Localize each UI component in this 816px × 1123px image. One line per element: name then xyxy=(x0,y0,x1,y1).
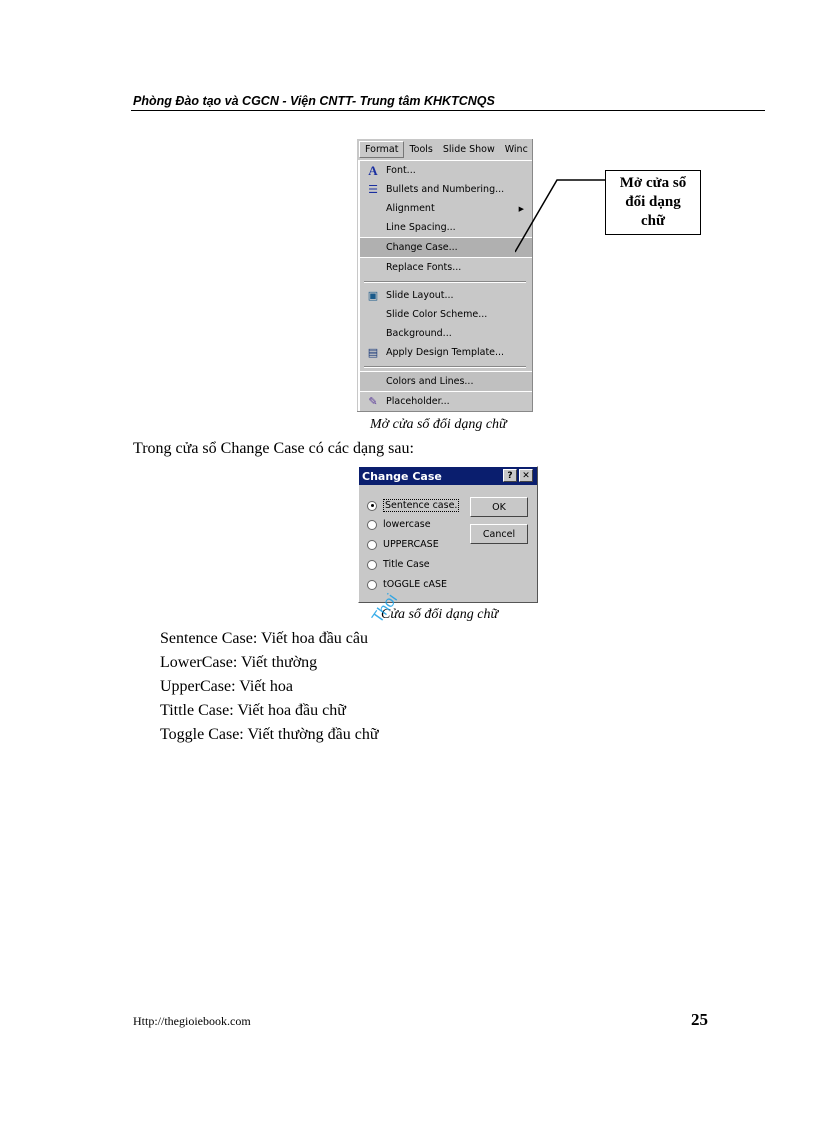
slide-layout-icon: ▣ xyxy=(367,289,379,302)
figure-caption-2: Cửa sổ đổi dạng chữ xyxy=(381,607,499,622)
callout-leader-line xyxy=(515,179,605,253)
radio-title-case[interactable]: Title Case xyxy=(367,559,430,570)
header-rule xyxy=(131,110,765,111)
menu-tools[interactable]: Tools xyxy=(409,144,433,155)
menu-item-apply-design-template[interactable]: ▤Apply Design Template... xyxy=(360,343,532,362)
definition-sentence-case: Sentence Case: Viết hoa đầu câu xyxy=(160,630,368,647)
radio-icon xyxy=(367,519,377,530)
font-icon: A xyxy=(368,162,378,178)
menu-item-colors-and-lines[interactable]: Colors and Lines... xyxy=(360,371,532,391)
menu-item-slide-layout[interactable]: ▣Slide Layout... xyxy=(360,286,532,305)
page-number: 25 xyxy=(691,1010,708,1029)
figure-caption-1: Mở cửa sổ đổi dạng chữ xyxy=(370,417,507,432)
radio-icon xyxy=(367,559,377,570)
definition-lowercase: LowerCase: Viết thường xyxy=(160,654,318,671)
menu-item-placeholder[interactable]: ✎Placeholder... xyxy=(360,391,532,411)
menu-separator xyxy=(360,277,532,286)
submenu-arrow-icon: ▶ xyxy=(518,204,524,213)
design-template-icon: ▤ xyxy=(367,346,379,359)
footer-url[interactable]: Http://thegioiebook.com xyxy=(133,1014,251,1028)
intro-paragraph: Trong cửa sổ Change Case có các dạng sau… xyxy=(133,440,414,457)
dialog-titlebar: Change Case ? ✕ xyxy=(359,467,537,485)
menubar: Format Tools Slide Show Winc xyxy=(357,139,532,160)
radio-sentence-case[interactable]: Sentence case. xyxy=(367,499,460,512)
close-button[interactable]: ✕ xyxy=(519,469,533,482)
change-case-dialog: Change Case ? ✕ Sentence case. lowercase… xyxy=(358,466,538,603)
radio-lowercase[interactable]: lowercase xyxy=(367,519,431,530)
menu-separator xyxy=(360,362,532,371)
menu-item-bullets[interactable]: ☰Bullets and Numbering... xyxy=(360,180,532,199)
page-header: Phòng Đào tạo và CGCN - Viện CNTT- Trung… xyxy=(133,94,495,108)
menu-item-replace-fonts[interactable]: Replace Fonts... xyxy=(360,257,532,277)
ok-button[interactable]: OK xyxy=(470,497,528,517)
menu-item-alignment[interactable]: Alignment▶ xyxy=(386,203,524,214)
definition-toggle-case: Toggle Case: Viết thường đầu chữ xyxy=(160,726,379,743)
cancel-button[interactable]: Cancel xyxy=(470,524,528,544)
definition-uppercase: UpperCase: Viết hoa xyxy=(160,678,293,695)
menu-item-slide-color-scheme[interactable]: Slide Color Scheme... xyxy=(386,309,488,320)
radio-icon xyxy=(367,500,377,511)
placeholder-icon: ✎ xyxy=(368,395,378,408)
menu-slide-show[interactable]: Slide Show xyxy=(442,144,495,155)
radio-icon xyxy=(367,579,377,590)
menu-item-background[interactable]: Background... xyxy=(386,328,452,339)
radio-icon xyxy=(367,539,377,550)
dialog-title: Change Case xyxy=(362,469,442,483)
radio-toggle-case[interactable]: tOGGLE cASE xyxy=(367,579,447,590)
menu-window[interactable]: Winc xyxy=(504,144,528,155)
menu-format[interactable]: Format xyxy=(359,141,405,158)
menu-item-line-spacing[interactable]: Line Spacing... xyxy=(386,222,456,233)
help-button[interactable]: ? xyxy=(503,469,517,482)
bullets-icon: ☰ xyxy=(368,183,378,196)
definition-title-case: Tittle Case: Viết hoa đầu chữ xyxy=(160,702,346,719)
callout-box: Mở cửa sổ đổi dạng chữ xyxy=(605,170,701,235)
radio-uppercase[interactable]: UPPERCASE xyxy=(367,539,439,550)
menu-item-change-case[interactable]: Change Case... xyxy=(360,237,532,257)
